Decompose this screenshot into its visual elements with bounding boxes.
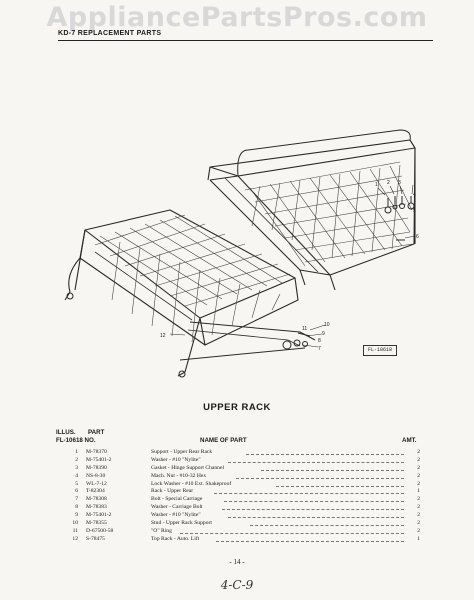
- page-number: - 14 -: [229, 558, 245, 566]
- col-head-name: NAME OF PART: [200, 437, 247, 444]
- rear-rack-drawing: [207, 129, 416, 291]
- header-rule: [58, 40, 433, 41]
- page-header-title: KD-7 REPLACEMENT PARTS: [58, 30, 162, 37]
- callout-10: 10: [324, 322, 330, 328]
- callout-7: 7: [318, 346, 321, 352]
- front-rack-grid: [94, 214, 291, 343]
- callout-3: 3: [398, 180, 401, 186]
- callout-12: 12: [160, 333, 166, 339]
- handwritten-note: 4-C-9: [220, 578, 254, 592]
- callout-1: 1: [375, 182, 378, 188]
- callout-11: 11: [302, 326, 307, 332]
- col-head-illus: ILLUS.: [56, 429, 76, 436]
- col-head-illus-no: FL-10618 NO.: [56, 437, 96, 444]
- callout-numbers: 1 2 3 4 5 6 7 8 9 10 11 12: [160, 180, 419, 352]
- callout-2: 2: [387, 180, 390, 186]
- callout-5: 5: [413, 208, 416, 214]
- front-rack-hardware: [66, 292, 311, 378]
- callout-6: 6: [416, 234, 419, 240]
- section-title: UPPER RACK: [203, 402, 271, 413]
- col-head-part: PART: [88, 429, 105, 436]
- watermark: AppliancePartsPros.com: [46, 2, 428, 33]
- callout-9: 9: [322, 331, 325, 337]
- rear-rack-hardware: [384, 196, 415, 241]
- callout-leaders: [169, 184, 416, 348]
- col-head-amt: AMT.: [402, 437, 417, 444]
- figure-tag: FL-10618: [363, 345, 397, 356]
- callout-4: 4: [413, 192, 416, 198]
- callout-8: 8: [318, 338, 321, 344]
- front-rack-drawing: [64, 209, 316, 377]
- rear-rack-grid: [244, 161, 413, 267]
